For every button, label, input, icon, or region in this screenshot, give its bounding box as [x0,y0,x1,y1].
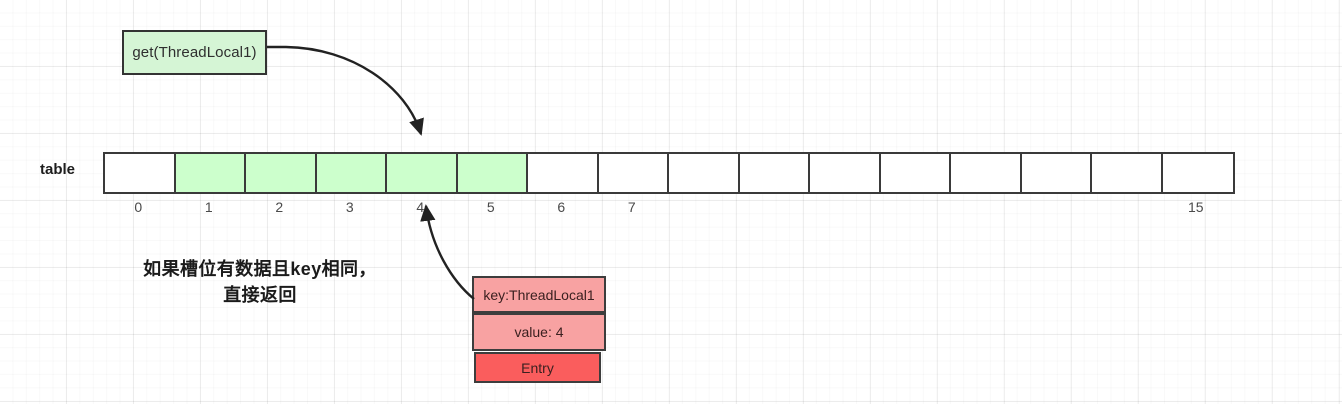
table-slot-4[interactable] [387,154,458,192]
table-index-12 [949,199,1020,219]
table-slot-6[interactable] [528,154,599,192]
entry-type-cell: Entry [474,352,601,383]
table-index-1: 1 [204,199,213,215]
table-slot-7[interactable] [598,154,669,192]
table-index-4: 4 [416,199,425,215]
table-index-7: 7 [627,199,636,215]
table-slot-2[interactable] [246,154,317,192]
table-index-13 [1020,199,1091,219]
caption-text: 如果槽位有数据且key相同， 直接返回 [116,256,404,308]
table-slot-11[interactable] [880,154,951,192]
table-index-15: 15 [1187,199,1204,215]
entry-key-label: key:ThreadLocal1 [483,286,595,303]
table-index-row: 0 1 2 3 4 5 6 7 15 [103,199,1231,219]
table-index-0: 0 [134,199,143,215]
table-slot-12[interactable] [951,154,1022,192]
table-slot-3[interactable] [316,154,387,192]
table-index-14 [1090,199,1161,219]
entry-value-cell: value: 4 [472,313,606,351]
table-row-label: table [40,161,76,178]
table-index-2: 2 [275,199,284,215]
table-slot-1[interactable] [175,154,246,192]
caption-line-1: 如果槽位有数据且key相同， [143,259,377,279]
get-call-box[interactable]: get(ThreadLocal1) [122,30,267,75]
table-slot-14[interactable] [1092,154,1163,192]
get-call-label: get(ThreadLocal1) [132,44,257,61]
arrow-call-to-slot4 [267,45,424,136]
table-index-3: 3 [345,199,354,215]
table-index-5: 5 [486,199,495,215]
table-slot-10[interactable] [810,154,881,192]
entry-type-label: Entry [521,359,554,376]
entry-value-label: value: 4 [514,324,564,340]
table-index-8 [667,199,738,219]
table-slot-15[interactable] [1162,154,1233,192]
table-slot-8[interactable] [669,154,740,192]
table-slots [103,152,1235,194]
table-index-9 [738,199,809,219]
table-slot-13[interactable] [1021,154,1092,192]
table-index-11 [879,199,950,219]
table-slot-9[interactable] [739,154,810,192]
arrow-entry-to-slot4 [420,204,475,300]
table-slot-5[interactable] [457,154,528,192]
table-slot-0[interactable] [105,154,176,192]
entry-key-cell: key:ThreadLocal1 [472,276,606,313]
table-index-6: 6 [557,199,566,215]
caption-line-2: 直接返回 [223,285,297,306]
table-index-10 [808,199,879,219]
